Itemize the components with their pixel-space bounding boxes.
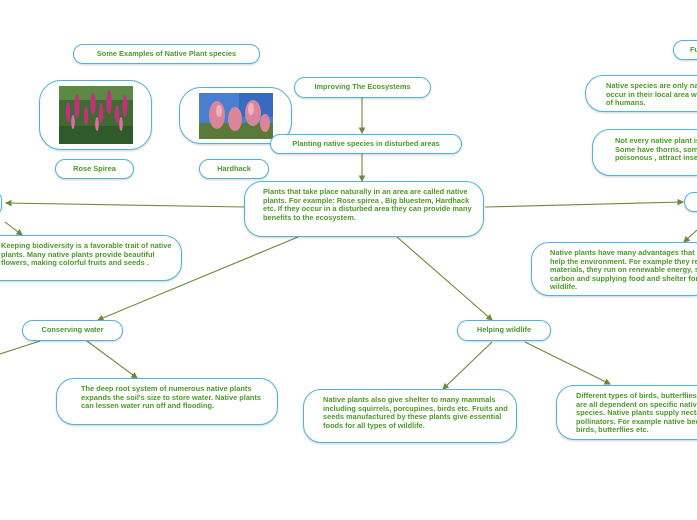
examples-title-node[interactable]: Some Examples of Native Plant species	[73, 44, 260, 64]
connector-left-biodiversity	[4, 221, 23, 236]
top-right-branch-node[interactable]: Fu	[673, 40, 697, 60]
planting-native-label: Planting native species in disturbed are…	[292, 138, 440, 148]
biodiversity-node[interactable]: Keeping biodiversity is a favorable trai…	[0, 235, 182, 281]
center-topic-text: Plants that take place naturally in an a…	[263, 187, 472, 222]
connector-right-advantages	[683, 229, 697, 243]
native-only-node[interactable]: Native species are only native if they o…	[585, 75, 697, 112]
native-only-text: Native species are only native if they o…	[606, 81, 697, 108]
rose-spirea-label: Rose Spirea	[73, 163, 116, 173]
connector-center-right	[484, 198, 685, 208]
rose-spirea-photo	[58, 86, 133, 144]
connector-helping-shelter	[442, 341, 493, 390]
advantages-node[interactable]: Native plants have many advantages that …	[531, 242, 697, 296]
right-branch-node[interactable]	[684, 192, 697, 212]
center-topic-node[interactable]: Plants that take place naturally in an a…	[244, 181, 484, 237]
deep-root-node[interactable]: The deep root system of numerous native …	[56, 378, 278, 425]
advantages-text: Native plants have many advantages that …	[550, 248, 697, 292]
biodiversity-text: Keeping biodiversity is a favorable trai…	[1, 241, 172, 268]
connector-helping-birds	[524, 341, 611, 385]
connector-center-conserving	[96, 236, 299, 321]
helping-wildlife-node[interactable]: Helping wildlife	[457, 320, 551, 341]
examples-title-label: Some Examples of Native Plant species	[96, 48, 237, 58]
birds-node[interactable]: Different types of birds, butterflies an…	[556, 385, 697, 440]
not-every-node[interactable]: Not every native plant is desirable. Som…	[592, 129, 697, 176]
improving-ecosystems-node[interactable]: Improving The Ecosystems	[294, 77, 431, 98]
helping-wildlife-label: Helping wildlife	[476, 325, 532, 335]
shelter-text: Native plants also give shelter to many …	[323, 395, 508, 430]
connector-conserving-deeproot	[86, 340, 138, 379]
connector-center-helping	[396, 236, 493, 321]
birds-text: Different types of birds, butterflies an…	[576, 391, 697, 435]
shelter-node[interactable]: Native plants also give shelter to many …	[303, 389, 517, 443]
hardhack-image-node[interactable]	[179, 87, 292, 144]
rose-spirea-node[interactable]: Rose Spirea	[55, 159, 134, 179]
not-every-text: Not every native plant is desirable. Som…	[615, 136, 697, 163]
rose-spirea-image-node[interactable]	[39, 80, 152, 150]
deep-root-text: The deep root system of numerous native …	[81, 384, 262, 411]
hardhack-label: Hardhack	[217, 163, 251, 173]
conserving-water-node[interactable]: Conserving water	[22, 320, 123, 341]
conserving-water-label: Conserving water	[41, 325, 104, 335]
improving-ecosystems-label: Improving The Ecosystems	[314, 82, 411, 92]
top-right-branch-label: Fu	[690, 44, 697, 54]
connector-center-left	[4, 199, 246, 208]
hardhack-node[interactable]: Hardhack	[199, 159, 269, 179]
hardhack-photo	[198, 92, 273, 139]
connector-conserving-left	[0, 340, 41, 355]
planting-native-node[interactable]: Planting native species in disturbed are…	[270, 134, 462, 154]
